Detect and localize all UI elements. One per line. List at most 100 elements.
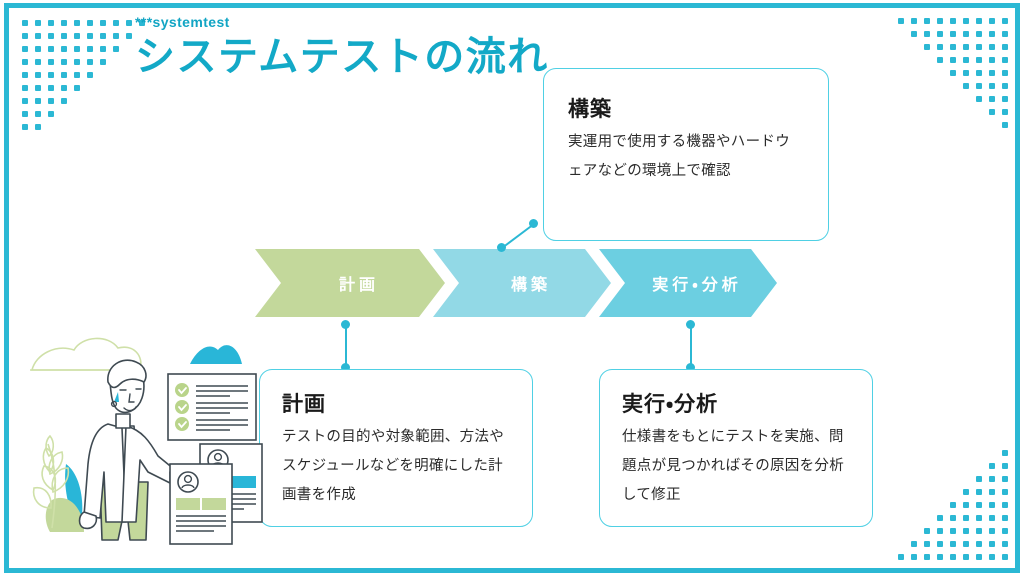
connector-build bbox=[495, 215, 543, 255]
decorative-dot bbox=[48, 111, 54, 117]
decorative-dot bbox=[22, 20, 28, 26]
decorative-dot bbox=[950, 57, 956, 63]
decorative-dot bbox=[1002, 83, 1008, 89]
decorative-dot bbox=[61, 46, 67, 52]
decorative-dot bbox=[924, 554, 930, 560]
decorative-dot bbox=[22, 46, 28, 52]
flow-step-plan[interactable]: 計画 bbox=[255, 249, 445, 317]
decorative-dot bbox=[989, 463, 995, 469]
decorative-dot bbox=[898, 554, 904, 560]
decorative-dot bbox=[61, 59, 67, 65]
decorative-dot bbox=[989, 489, 995, 495]
decorative-dot bbox=[113, 46, 119, 52]
connector-build-dot-bottom bbox=[497, 243, 506, 252]
decorative-dot bbox=[1002, 463, 1008, 469]
decorative-dot bbox=[950, 18, 956, 24]
decorative-dot bbox=[937, 18, 943, 24]
decorative-dot bbox=[989, 57, 995, 63]
decorative-dot bbox=[937, 515, 943, 521]
decorative-dot bbox=[937, 57, 943, 63]
decorative-dot bbox=[22, 124, 28, 130]
decorative-dot bbox=[989, 96, 995, 102]
decorative-dot bbox=[937, 528, 943, 534]
decorative-dot bbox=[950, 70, 956, 76]
decorative-dot bbox=[126, 20, 132, 26]
card-build-heading: 構築 bbox=[568, 98, 612, 121]
card-exec-body: 仕様書をもとにテストを実施、問題点が見つかればその原因を分析して修正 bbox=[622, 429, 844, 504]
decorative-dot bbox=[924, 18, 930, 24]
decorative-dot bbox=[898, 18, 904, 24]
decorative-dot bbox=[35, 20, 41, 26]
decorative-dot bbox=[976, 502, 982, 508]
decorative-dot bbox=[989, 70, 995, 76]
decorative-dot bbox=[924, 44, 930, 50]
decorative-dot bbox=[924, 541, 930, 547]
decorative-dot bbox=[100, 33, 106, 39]
decorative-dot bbox=[937, 541, 943, 547]
decorative-dot bbox=[1002, 44, 1008, 50]
decorative-dot bbox=[950, 515, 956, 521]
decorative-dot bbox=[74, 72, 80, 78]
connector-exec-dot-bottom bbox=[686, 363, 695, 372]
decorative-dot bbox=[1002, 70, 1008, 76]
decorative-dot bbox=[1002, 541, 1008, 547]
decorative-dot bbox=[61, 72, 67, 78]
decorative-dot bbox=[74, 20, 80, 26]
decorative-dot bbox=[35, 46, 41, 52]
decorative-dot bbox=[100, 46, 106, 52]
card-plan[interactable]: 計画 テストの目的や対象範囲、方法やスケジュールなどを明確にした計画書を作成 bbox=[259, 369, 533, 527]
header: ***systemtest システムテストの流れ bbox=[135, 14, 549, 80]
decorative-dot bbox=[48, 33, 54, 39]
flow-step-plan-label: 計画 bbox=[338, 277, 379, 294]
decorative-dot bbox=[963, 31, 969, 37]
card-exec-heading: 実行・分析 bbox=[622, 393, 719, 416]
decorative-dot bbox=[976, 96, 982, 102]
decorative-dot bbox=[48, 20, 54, 26]
connector-build-line bbox=[501, 223, 535, 249]
decorative-dot bbox=[1002, 489, 1008, 495]
card-plan-body: テストの目的や対象範囲、方法やスケジュールなどを明確にした計画書を作成 bbox=[282, 429, 504, 504]
decorative-dot bbox=[989, 502, 995, 508]
decorative-dot bbox=[976, 554, 982, 560]
decorative-dot bbox=[963, 83, 969, 89]
card-build[interactable]: 構築 実運用で使用する機器やハードウェアなどの環境上で確認 bbox=[543, 68, 829, 241]
decorative-dot bbox=[989, 515, 995, 521]
decorative-dot bbox=[113, 33, 119, 39]
decorative-dot bbox=[61, 33, 67, 39]
decorative-dot bbox=[976, 31, 982, 37]
decorative-dot bbox=[139, 20, 145, 26]
decorative-dot bbox=[911, 18, 917, 24]
decorative-dot bbox=[937, 31, 943, 37]
decorative-dot bbox=[911, 541, 917, 547]
flow-step-build-label: 構築 bbox=[510, 277, 551, 294]
decorative-dot bbox=[87, 20, 93, 26]
flow-step-exec-label: 実行・分析 bbox=[652, 277, 742, 294]
decorative-dot bbox=[963, 541, 969, 547]
decorative-dot bbox=[963, 515, 969, 521]
flow-step-exec[interactable]: 実行・分析 bbox=[599, 249, 777, 317]
connector-exec-dot-top bbox=[686, 320, 695, 329]
decorative-dot bbox=[989, 476, 995, 482]
flow-step-build[interactable]: 構築 bbox=[433, 249, 611, 317]
decorative-dot bbox=[950, 541, 956, 547]
person-checklist-illustration bbox=[22, 332, 272, 562]
connector-build-dot-top bbox=[529, 219, 538, 228]
decorative-dot bbox=[22, 59, 28, 65]
card-plan-heading: 計画 bbox=[282, 393, 326, 416]
decorative-dot bbox=[989, 44, 995, 50]
decorative-dot bbox=[976, 83, 982, 89]
decorative-dot bbox=[937, 44, 943, 50]
eyebrow-label: ***systemtest bbox=[135, 14, 230, 30]
decorative-dot bbox=[1002, 31, 1008, 37]
decorative-dot bbox=[48, 46, 54, 52]
decorative-dot bbox=[1002, 122, 1008, 128]
decorative-dot bbox=[74, 85, 80, 91]
decorative-dot bbox=[963, 528, 969, 534]
decorative-dot bbox=[911, 31, 917, 37]
decorative-dot bbox=[989, 31, 995, 37]
connector-plan bbox=[341, 320, 351, 372]
card-exec[interactable]: 実行・分析 仕様書をもとにテストを実施、問題点が見つかればその原因を分析して修正 bbox=[599, 369, 873, 527]
decorative-dot bbox=[35, 111, 41, 117]
decorative-dot bbox=[100, 59, 106, 65]
decorative-dot bbox=[976, 541, 982, 547]
